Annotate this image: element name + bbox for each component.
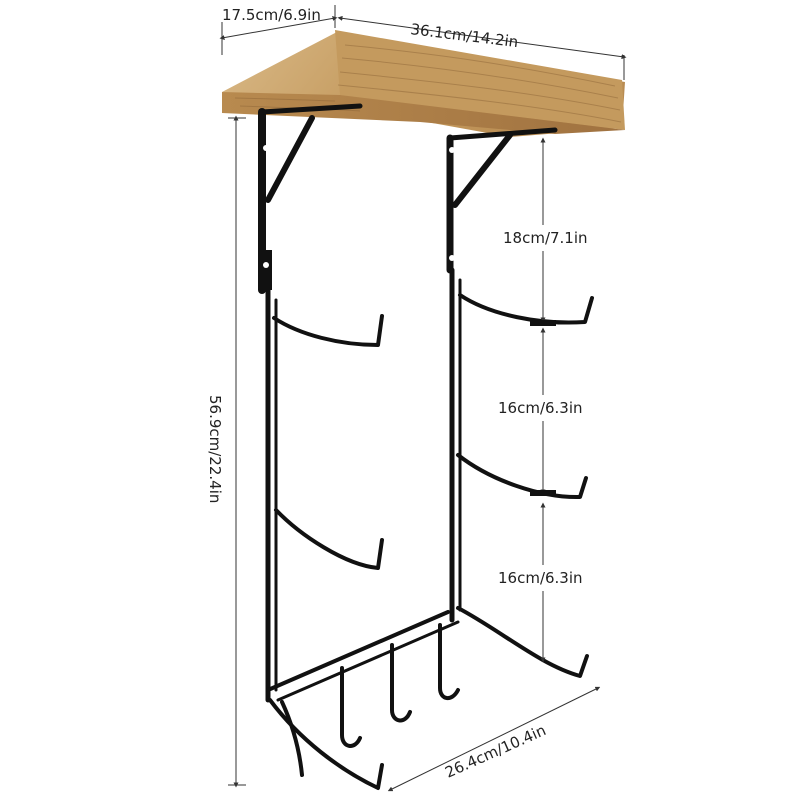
height-label: 56.9cm/22.4in [206, 395, 224, 503]
gap-middle-label: 16cm/6.3in [498, 399, 583, 417]
wooden-shelf [222, 30, 625, 137]
hook-base [266, 610, 460, 790]
gap-top-label: 18cm/7.1in [503, 229, 588, 247]
label-bg-gap-bottom [495, 565, 601, 591]
label-bg-gap-middle [495, 395, 601, 421]
left-metal-frame [258, 103, 384, 703]
base-width-label: 26.4cm/10.4in [442, 721, 548, 782]
depth-label: 17.5cm/6.9in [222, 6, 321, 24]
gap-bottom-label: 16cm/6.3in [498, 569, 583, 587]
shelf-front-edge [222, 92, 625, 134]
label-bg-gap-top [498, 225, 598, 251]
right-metal-frame [446, 127, 594, 678]
